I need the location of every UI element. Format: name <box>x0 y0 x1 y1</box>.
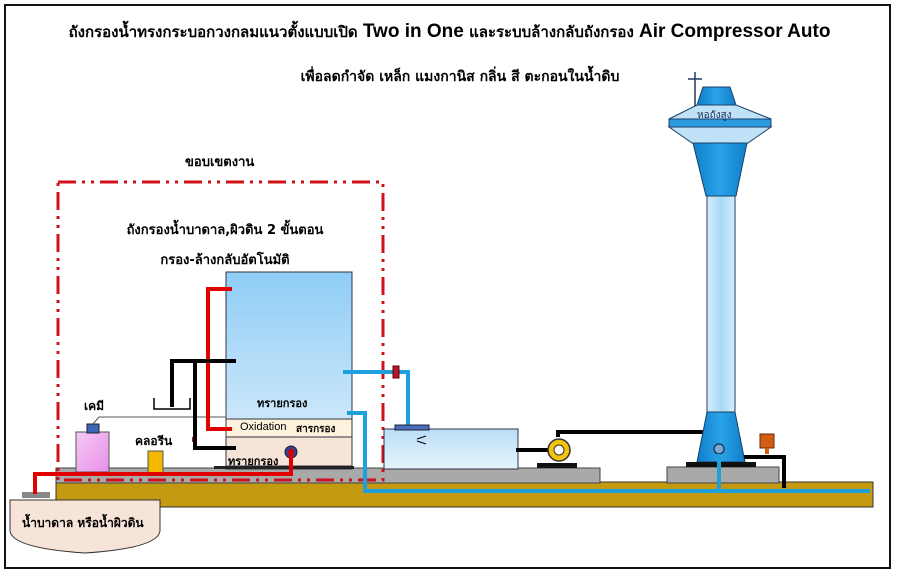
tower-neck <box>692 142 748 197</box>
ground-slab <box>55 481 874 508</box>
label-oxidation: Oxidation <box>240 421 287 433</box>
filter-subtitle: กรอง-ล้างกลับอัตโนมัติ <box>160 253 290 268</box>
title-thai-b: และระบบล้างกลับถังกรอง <box>469 23 634 41</box>
chemical-feed-line <box>92 416 226 425</box>
label-sand-upper: ทรายกรอง <box>257 397 308 410</box>
pump-eye <box>553 444 565 456</box>
label-sand-lower: ทรายกรอง <box>228 455 279 468</box>
diagram-title: ถังกรองน้ำทรงกระบอกวงกลมแนวตั้งแบบเปิด T… <box>0 20 899 44</box>
pump-discharge-pipe <box>556 430 727 437</box>
filter-title: ถังกรองน้ำบาดาล,ผิวดิน 2 ขั้นตอน <box>126 223 324 238</box>
air-compressor-stem <box>765 448 769 454</box>
diagram-frame <box>4 4 891 569</box>
valve <box>392 365 400 379</box>
work-scope-boundary <box>56 180 385 482</box>
diagram-subtitle: เพื่อลดกำจัด เหล็ก แมงกานิส กลิ่น สี ตะก… <box>300 69 620 85</box>
clear-water-tank <box>383 428 519 470</box>
water-drop-icon <box>416 435 427 445</box>
tower-column <box>706 195 736 413</box>
tank-base <box>214 466 354 469</box>
tower-platform <box>666 466 780 484</box>
pump-base <box>537 463 577 468</box>
label-water-tower: หอถังสูง <box>697 110 732 121</box>
tower-top-cap <box>696 86 737 106</box>
air-compressor <box>759 433 775 449</box>
water-source-well <box>9 499 161 554</box>
drain-trough <box>153 398 191 410</box>
tower-tank-bottom <box>667 126 773 144</box>
tower-antenna <box>688 72 702 110</box>
backwash-air-pipe <box>347 411 870 493</box>
title-en-a: Two in One <box>362 21 464 42</box>
well-cap <box>22 492 50 498</box>
label-oxidation-media: สารกรอง <box>296 424 336 435</box>
chlorine-tank <box>147 450 164 474</box>
tower-outlet <box>713 443 725 455</box>
backwash-drain-pipe <box>170 359 236 407</box>
title-en-b: Air Compressor Auto <box>639 21 831 42</box>
label-chemical: เคมี <box>84 399 105 413</box>
chemical-pump <box>86 423 100 434</box>
clear-tank-inlet <box>394 424 430 431</box>
raw-water-pipe <box>33 452 293 494</box>
air-line <box>744 455 786 488</box>
scope-label: ขอบเขตงาน <box>185 155 255 170</box>
title-thai-a: ถังกรองน้ำทรงกระบอกวงกลมแนวตั้งแบบเปิด <box>68 23 358 41</box>
treated-water-pipe <box>343 370 410 443</box>
chemical-tank <box>75 431 110 473</box>
label-chlorine: คลอรีน <box>135 434 173 448</box>
backwash-drain-pipe-2 <box>193 361 236 450</box>
label-water-source: น้ำบาดาล หรือน้ำผิวดิน <box>22 516 144 530</box>
